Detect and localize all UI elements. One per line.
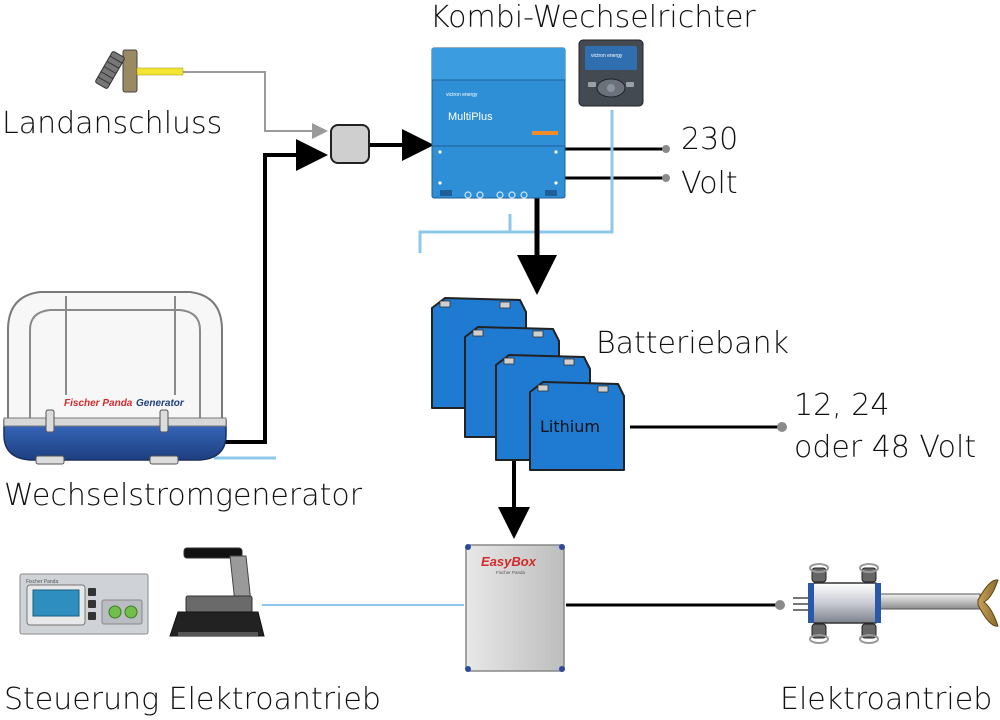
panel-brand-text: victron energy [591, 53, 623, 59]
shore-power-plug [95, 49, 184, 93]
battery-chemistry-label: Lithium [540, 417, 600, 436]
easybox-brand-text: Fischer Panda [496, 570, 526, 575]
generator-model-text: Generator [136, 398, 185, 409]
dc-output-line2-label: oder 48 Volt [794, 430, 977, 465]
dc-output-terminal [777, 422, 787, 432]
inverter-title-label: Kombi-Wechselrichter [430, 0, 756, 35]
generator-hull [3, 419, 227, 461]
electric-drive-motor [793, 563, 999, 644]
easybox: EasyBox Fischer Panda [465, 544, 565, 672]
inverter-brand-text: victron energy [446, 92, 478, 98]
ac-output-value-label: 230 [681, 122, 739, 157]
generator-ac-line [222, 139, 328, 444]
inverter-model-text: MultiPlus [448, 111, 493, 123]
transfer-switch [330, 124, 370, 164]
generator-unit: Fischer Panda Generator [3, 291, 227, 465]
easybox-name-text: EasyBox [481, 554, 537, 569]
drive-controller: Fischer Panda [19, 573, 149, 635]
drive-control-label: Steuerung Elektroantrieb [4, 682, 381, 717]
shore-power-label: Landanschluss [2, 106, 223, 141]
victron-control-panel: victron energy [578, 39, 644, 107]
multiplus-inverter: victron energy MultiPlus [431, 47, 566, 199]
battery-bank-label: Batteriebank [596, 326, 789, 361]
throttle-lever [169, 547, 265, 637]
propeller [977, 579, 999, 627]
ac-output-terminal-2 [662, 174, 670, 182]
data-bus-line [418, 110, 614, 253]
battery-bank: Lithium [431, 297, 625, 471]
battery-4: Lithium [529, 381, 625, 471]
electric-drive-label: Elektroantrieb [780, 682, 993, 717]
generator-brand-text: Fischer Panda [64, 398, 133, 409]
connections [180, 71, 787, 610]
ac-output-unit-label: Volt [681, 166, 738, 201]
ac-output-terminal-1 [662, 145, 670, 153]
controller-brand-text: Fischer Panda [26, 579, 58, 585]
inverter-indicator [532, 131, 558, 135]
drive-terminal [775, 600, 785, 610]
dc-output-line1-label: 12, 24 [794, 388, 890, 423]
generator-label: Wechselstromgenerator [4, 478, 363, 513]
shore-power-line [180, 71, 328, 139]
